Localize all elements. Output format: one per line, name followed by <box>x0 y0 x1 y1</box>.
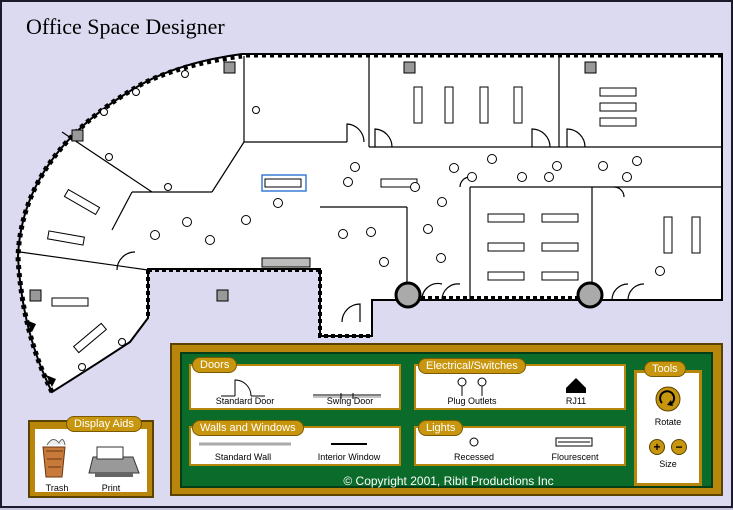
display-aids-icons <box>42 439 140 478</box>
size-increase-button[interactable]: + <box>649 439 665 455</box>
tools-box: Rotate + − Size <box>634 370 702 486</box>
walls-windows-heading: Walls and Windows <box>192 420 304 436</box>
swing-door-icon[interactable] <box>313 393 381 399</box>
columns <box>394 281 604 309</box>
lights-box: Recessed Flourescent <box>414 426 626 466</box>
rj11-marker <box>26 320 36 332</box>
size-decrease-button[interactable]: − <box>671 439 687 455</box>
print-label[interactable]: Print <box>101 483 121 493</box>
electrical-heading: Electrical/Switches <box>418 358 526 374</box>
interior-window-label: Interior Window <box>317 452 381 462</box>
flourescent-label: Flourescent <box>551 452 599 462</box>
plug-outlets-label: Plug Outlets <box>447 396 497 406</box>
rotate-label: Rotate <box>654 417 682 427</box>
plug-outlets-icon[interactable] <box>457 377 487 396</box>
display-aids-heading: Display Aids <box>66 416 142 432</box>
rj11-icon[interactable] <box>566 378 586 393</box>
interior-walls <box>19 56 723 300</box>
trash-label[interactable]: Trash <box>45 483 69 493</box>
copyright-text: © Copyright 2001, Ribit Productions Inc <box>343 474 554 488</box>
plug-outlets <box>78 70 260 371</box>
app-title: Office Space Designer <box>26 14 225 39</box>
recessed-lights <box>150 154 665 276</box>
jacks <box>29 61 597 302</box>
wall-jack <box>261 257 311 268</box>
doors-heading: Doors <box>192 357 238 373</box>
lights-heading: Lights <box>418 420 464 436</box>
trash-icon <box>42 439 66 478</box>
exterior-window-wall <box>15 53 243 394</box>
standard-wall-label: Standard Wall <box>214 452 272 462</box>
tools-heading: Tools <box>644 361 686 377</box>
size-label: Size <box>659 459 677 469</box>
rj11-marker-2 <box>46 375 56 387</box>
recessed-light-icon[interactable] <box>469 437 479 447</box>
swing-door-label: Swing Door <box>326 396 374 406</box>
palette-panel: Standard Door Swing Door Doors Standard … <box>170 343 723 496</box>
recessed-label: Recessed <box>453 452 495 462</box>
fluorescent-lights <box>46 86 701 354</box>
selection-box <box>261 174 307 192</box>
rotate-icon[interactable] <box>655 386 681 412</box>
standard-door-label: Standard Door <box>215 396 275 406</box>
display-aids-panel: Display Aids Trash Print <box>28 416 154 498</box>
print-icon <box>88 446 140 477</box>
lower-window-wall <box>146 268 372 338</box>
rj11-label: RJ11 <box>565 396 587 406</box>
standard-door-icon[interactable] <box>221 379 265 397</box>
